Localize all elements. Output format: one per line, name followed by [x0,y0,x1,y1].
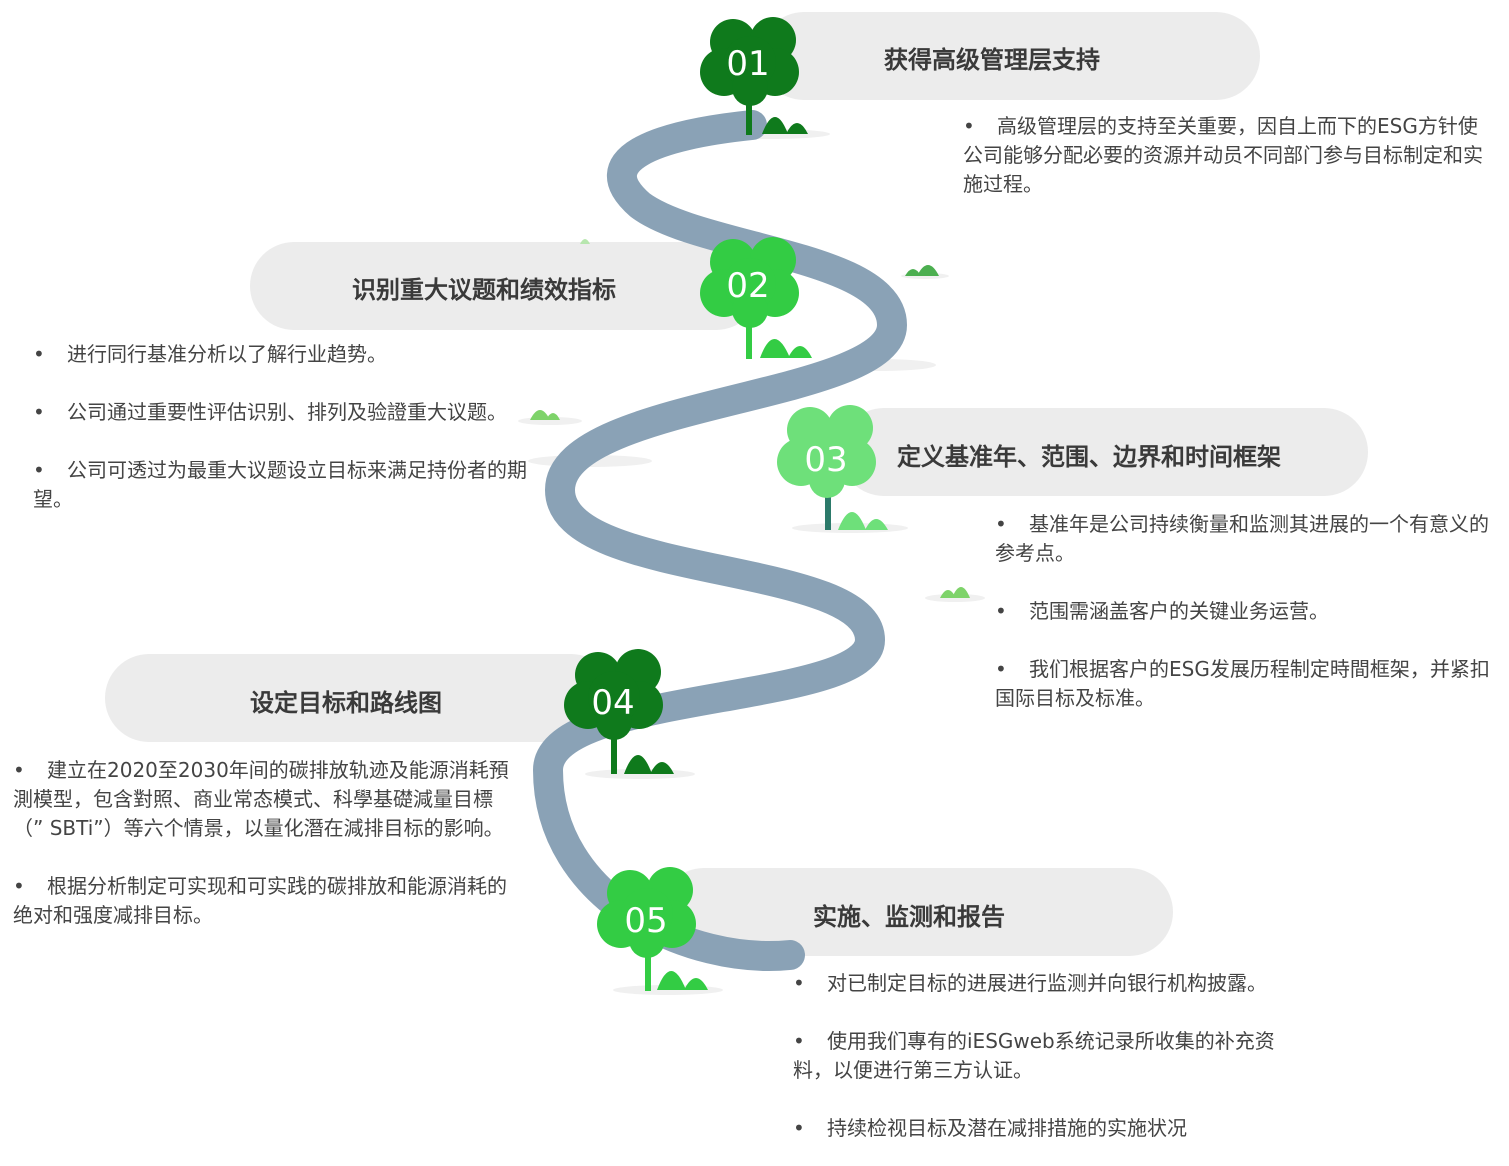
step-05-band [660,868,1173,956]
tree-04-icon [564,649,674,774]
bullet-item: •根据分析制定可实现和可实践的碳排放和能源消耗的绝对和强度减排目标。 [13,874,507,927]
step-02-number: 02 [726,266,769,306]
step-04-number: 04 [591,683,634,723]
bullet-item: •我们根据客户的ESG发展历程制定時間框架，并紧扣国际目标及标准。 [995,657,1490,710]
step-04-title: 设定目标和路线图 [250,689,442,717]
step-05-bullets: •对已制定目标的进展进行监测并向银行机构披露。 •使用我们專有的iESGweb系… [793,969,1293,1143]
step-04-bullets: •建立在2020至2030年间的碳排放轨迹及能源消耗預測模型，包含對照、商业常态… [13,756,513,930]
winding-road [532,110,908,971]
grass-tuft-icon [580,239,590,244]
step-01-band [760,12,1260,100]
bullet-item: •建立在2020至2030年间的碳排放轨迹及能源消耗預測模型，包含對照、商业常态… [13,758,509,840]
step-03-title: 定义基准年、范围、边界和时间框架 [897,443,1281,471]
bullet-item: •公司通过重要性评估识别、排列及验證重大议题。 [33,400,507,424]
step-02-title: 识别重大议题和绩效指标 [352,276,616,304]
tree-03-icon [777,405,888,530]
step-03-band [840,408,1368,496]
step-05-title: 实施、监测和报告 [813,903,1005,931]
step-01-number: 01 [726,44,769,84]
tree-02-icon [700,237,812,359]
bullet-item: •进行同行基准分析以了解行业趋势。 [33,342,387,366]
step-01-title: 获得高级管理层支持 [884,46,1100,74]
step-05-number: 05 [624,901,667,941]
bullet-item: •持续检视目标及潜在减排措施的实施状况 [793,1116,1187,1140]
step-04-band [105,654,615,742]
bullet-item: •基准年是公司持续衡量和监测其进展的一个有意义的参考点。 [995,512,1489,565]
bullet-item: •对已制定目标的进展进行监测并向银行机构披露。 [793,971,1267,995]
step-01-bullets: •高级管理层的支持至关重要，因自上而下的ESG方针使公司能够分配必要的资源并动员… [963,112,1483,199]
step-02-band [250,242,760,330]
bullet-item: •公司可透过为最重大议题设立目标来满足持份者的期望。 [33,458,527,511]
tree-01-icon [700,17,808,135]
tree-05-icon [597,867,708,991]
bullet-item: •范围需涵盖客户的关键业务运营。 [995,599,1329,623]
grass-tuft-icon [530,410,560,420]
bullet-item: •高级管理层的支持至关重要，因自上而下的ESG方针使公司能够分配必要的资源并动员… [963,114,1483,196]
step-03-number: 03 [804,440,847,480]
grass-tuft-icon [905,265,939,276]
grass-tuft-icon [940,587,970,598]
step-03-bullets: •基准年是公司持续衡量和监测其进展的一个有意义的参考点。 •范围需涵盖客户的关键… [995,510,1500,713]
bullet-item: •使用我们專有的iESGweb系统记录所收集的补充资料，以便进行第三方认证。 [793,1029,1275,1082]
step-02-bullets: •进行同行基准分析以了解行业趋势。 •公司通过重要性评估识别、排列及验證重大议题… [33,340,528,514]
